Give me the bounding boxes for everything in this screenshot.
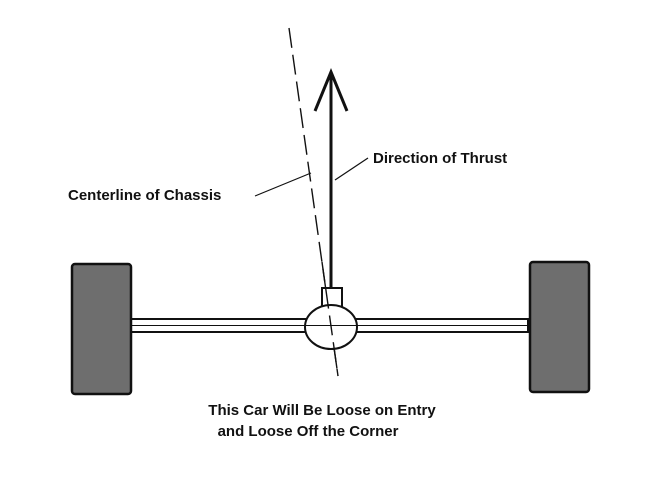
caption-line-1: This Car Will Be Loose on Entry [208, 402, 436, 419]
centerline-of-chassis-label: Centerline of Chassis [68, 187, 221, 204]
thrust-arrow-head [313, 68, 349, 112]
chassis-centerline-overlay [321, 261, 339, 377]
centerline-leader-line [254, 172, 312, 197]
chassis-centerline [288, 27, 339, 377]
thrust-leader-line [334, 157, 369, 181]
left-rear-tire [70, 262, 133, 396]
direction-of-thrust-label: Direction of Thrust [373, 150, 507, 167]
caption-line-2: and Loose Off the Corner [218, 423, 399, 440]
right-rear-tire [528, 260, 591, 394]
